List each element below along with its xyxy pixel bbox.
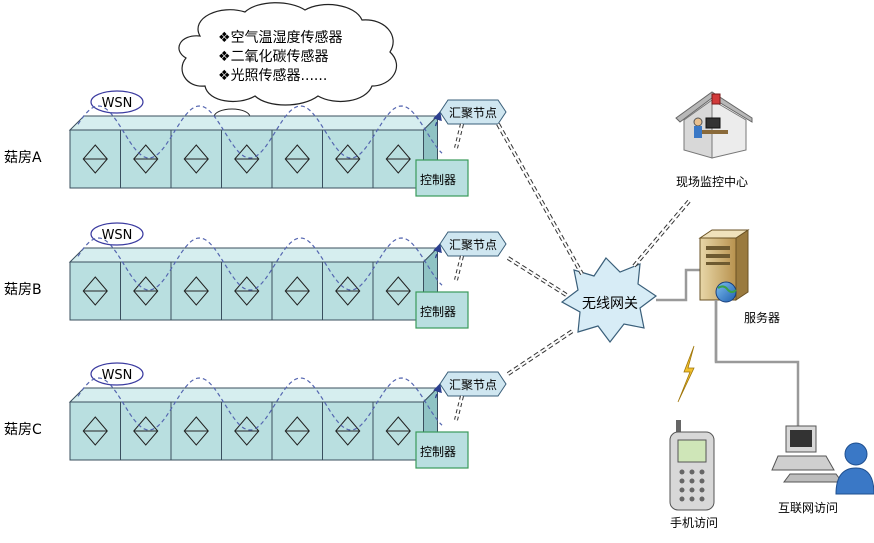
wave-to-node-arrow (433, 111, 442, 127)
monitor-center: 现场监控中心 (675, 91, 753, 189)
gateway-links (496, 123, 692, 376)
wireless-gateway[interactable]: 无线网关 (560, 257, 658, 343)
internet-label: 互联网访问 (778, 501, 838, 515)
sensor-node-icon (82, 144, 108, 174)
house-chimney (711, 93, 721, 105)
server-side (735, 229, 749, 301)
sensor-node-icon (284, 276, 310, 306)
sensor-cloud: ❖空气温湿度传感器 ❖二氧化碳传感器 ❖光照传感器...... (178, 2, 398, 148)
sensor-cell (372, 261, 424, 321)
house-monitor-screen (705, 117, 721, 129)
house-operator-body (694, 126, 702, 138)
sensor-node-icon (82, 416, 108, 446)
sensor-node-icon (335, 276, 361, 306)
box-top-face (68, 247, 439, 263)
sensor-node-icon (234, 276, 260, 306)
cloud-shape (178, 2, 398, 106)
sensor-node-icon (335, 416, 361, 446)
room-label: 菇房C (4, 422, 42, 438)
keyboard (783, 473, 843, 483)
sensor-node-icon (385, 276, 411, 306)
phone-label: 手机访问 (670, 516, 718, 530)
controller-box[interactable] (415, 159, 469, 197)
sensor-node-icon (133, 416, 159, 446)
gateway-label: 无线网关 (582, 296, 638, 312)
sensor-node-icon (284, 416, 310, 446)
node-controller-link-inner (455, 123, 463, 149)
sensor-node-icon (133, 144, 159, 174)
sensor-node-icon (183, 144, 209, 174)
sensor-cell (170, 401, 222, 461)
controller-box[interactable] (415, 431, 469, 469)
sensor-node-icon (133, 276, 159, 306)
person-body (835, 467, 874, 495)
wsn-ellipse (90, 90, 144, 114)
node-controller-link-inner (455, 255, 463, 281)
aggregation-node-label: 汇聚节点 (449, 238, 497, 252)
room-label: 菇房B (4, 282, 42, 298)
sensor-node-icon (284, 144, 310, 174)
aggregation-node-label: 汇聚节点 (449, 106, 497, 120)
wave-to-node-arrow (433, 383, 442, 399)
wave-to-node-arrow (433, 243, 442, 259)
house-operator-head (693, 117, 703, 127)
server: 服务器 (698, 229, 780, 325)
sensor-node-icon (183, 276, 209, 306)
sensor-node-icon (385, 144, 411, 174)
wsn-signal-wave (77, 105, 443, 159)
cloud-item-co2: ❖二氧化碳传感器 (218, 48, 329, 65)
controller-label: 控制器 (420, 445, 456, 459)
mobile-phone: 手机访问 (669, 420, 718, 530)
wsn-label: WSN (102, 368, 133, 383)
node-controller-link-inner (455, 395, 463, 421)
sensor-node-icon (82, 276, 108, 306)
wsn-label: WSN (102, 96, 133, 111)
server-label: 服务器 (744, 310, 780, 325)
house-desk (700, 130, 728, 134)
wsn-ellipse (90, 222, 144, 246)
sensor-node-icon (183, 416, 209, 446)
box-top-face (68, 115, 439, 131)
sensor-cell (69, 401, 121, 461)
box-top-face (68, 387, 439, 403)
computer-base (771, 455, 835, 471)
person-head (844, 442, 868, 466)
phone-antenna (676, 420, 681, 434)
controller-label: 控制器 (420, 173, 456, 187)
sensor-node-icon (234, 416, 260, 446)
wsn-label: WSN (102, 228, 133, 243)
controller-box[interactable] (415, 291, 469, 329)
aggregation-node[interactable] (439, 99, 507, 125)
controller-label: 控制器 (420, 305, 456, 319)
sensor-node-icon (335, 144, 361, 174)
phone-screen (677, 439, 707, 463)
wsn-ellipse (90, 362, 144, 386)
house-right-wall (711, 99, 747, 159)
room-label: 菇房A (4, 150, 42, 166)
cloud-item-temp-humidity: ❖空气温湿度传感器 (218, 29, 343, 46)
aggregation-node[interactable] (439, 231, 507, 257)
wsn-signal-wave (77, 377, 443, 431)
cloud-item-light: ❖光照传感器...... (218, 67, 327, 84)
aggregation-node-label: 汇聚节点 (449, 378, 497, 392)
aggregation-node[interactable] (439, 371, 507, 397)
gateway-server-link (656, 268, 700, 302)
internet-user: 互联网访问 (771, 425, 874, 515)
sensor-node-icon (234, 144, 260, 174)
monitor-center-label: 现场监控中心 (676, 174, 748, 189)
wsn-signal-wave (77, 237, 443, 291)
lightning-icon (677, 345, 695, 403)
server-internet-links (714, 300, 800, 428)
sensor-node-icon (385, 416, 411, 446)
gateway-star-shape (560, 257, 658, 343)
